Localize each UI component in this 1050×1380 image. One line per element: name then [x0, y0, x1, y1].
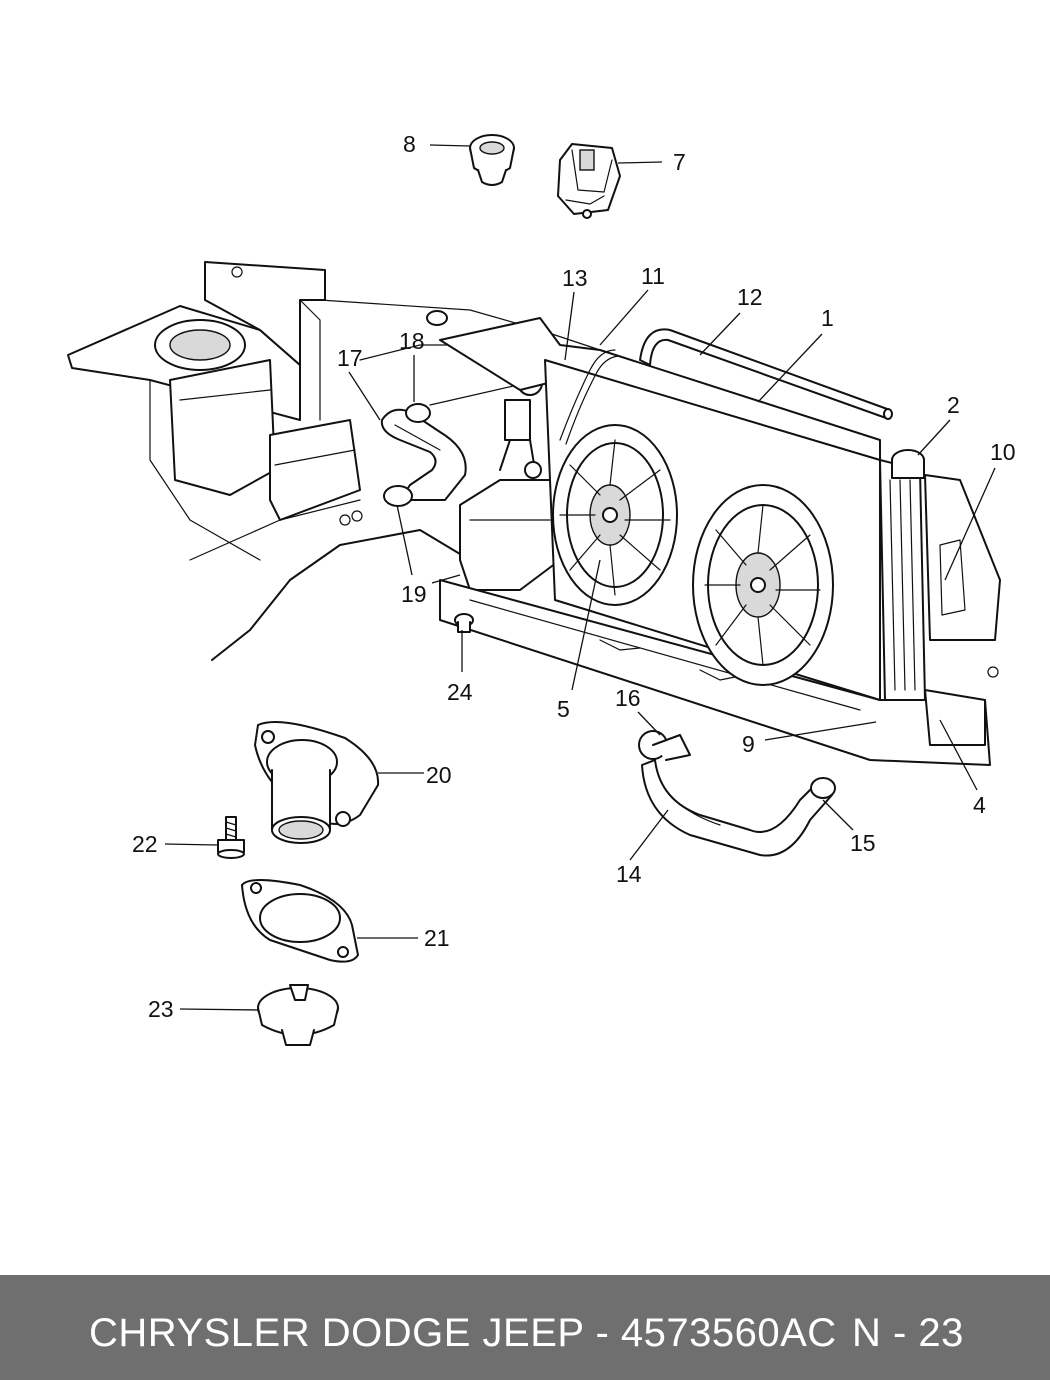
part-21-gasket [241, 879, 359, 963]
part-14-lower-hose [638, 730, 836, 857]
part-22-bolt [217, 816, 245, 859]
callout-8: 8 [403, 131, 416, 157]
callout-7: 7 [673, 149, 686, 175]
body-structure [67, 261, 601, 661]
callout-20: 20 [426, 762, 452, 788]
callout-11: 11 [641, 263, 665, 289]
callout-15: 15 [850, 830, 876, 856]
part-5-fan-assembly [544, 359, 881, 701]
coolant-reservoir [459, 399, 561, 591]
callout-labels: 8 7 13 11 12 1 2 10 17 18 19 24 5 16 9 4… [132, 131, 1016, 1022]
callout-10: 10 [990, 439, 1016, 465]
callout-14: 14 [616, 861, 642, 887]
callout-1: 1 [821, 305, 834, 331]
part-20-thermostat-housing [254, 720, 380, 844]
callout-24: 24 [447, 679, 473, 705]
callout-4: 4 [973, 792, 986, 818]
parts-diagram: 8 7 13 11 12 1 2 10 17 18 19 24 5 16 9 4… [67, 131, 1016, 1046]
callout-16: 16 [615, 685, 641, 711]
leader-lines [164, 144, 996, 1011]
callout-5: 5 [557, 696, 570, 722]
callout-19: 19 [401, 581, 427, 607]
page-number: N - 23 [852, 1311, 964, 1355]
callout-21: 21 [424, 925, 450, 951]
part-8-cap [469, 134, 515, 186]
callout-22: 22 [132, 831, 158, 857]
part-7-bracket [557, 143, 621, 219]
footer-bar: CHRYSLER DODGE JEEP - 4573560AC N - 23 [0, 1275, 1050, 1380]
callout-12: 12 [737, 284, 763, 310]
callout-18: 18 [399, 328, 425, 354]
callout-23: 23 [148, 996, 174, 1022]
footer-title: CHRYSLER DODGE JEEP - 4573560AC [89, 1311, 837, 1355]
callout-9: 9 [742, 731, 755, 757]
callout-17: 17 [337, 345, 363, 371]
callout-2: 2 [947, 392, 960, 418]
callout-13: 13 [562, 265, 588, 291]
part-11-hose [559, 349, 619, 445]
part-23-thermostat [257, 984, 339, 1046]
radiator [879, 449, 1001, 746]
part-24-bolt [454, 613, 474, 633]
